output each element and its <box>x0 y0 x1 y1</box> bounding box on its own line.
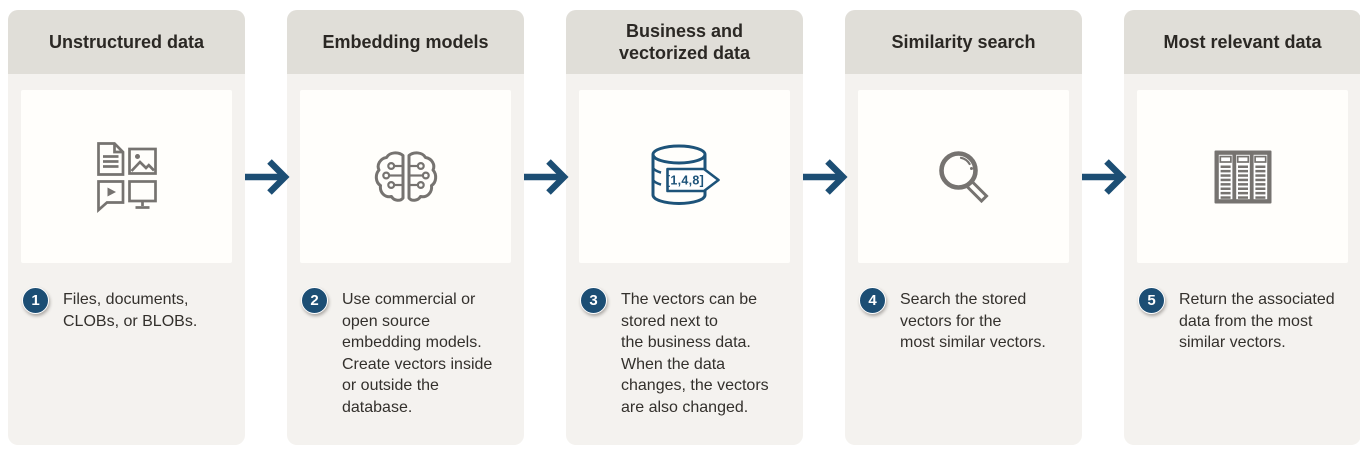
table-columns-icon <box>1214 150 1271 203</box>
step-icon-box <box>858 90 1069 263</box>
step-icon-box <box>1137 90 1348 263</box>
flow-arrow-icon <box>803 159 848 195</box>
step-card-most-relevant-data: Most relevant data <box>1124 10 1360 445</box>
step-header: Similarity search <box>845 10 1082 74</box>
step-description: Return the associated data from the most… <box>1179 291 1335 351</box>
step-number-badge: 5 <box>1138 287 1165 314</box>
brain-circuit-icon <box>374 150 437 202</box>
flow-arrow-icon <box>245 159 290 195</box>
step-title: Embedding models <box>322 32 489 52</box>
documents-media-icon <box>96 141 157 213</box>
database-vector-icon: [1,4,8] <box>651 144 720 205</box>
flow-gap <box>1082 10 1127 445</box>
flow-arrow-icon <box>1082 159 1127 195</box>
step-header: Embedding models <box>287 10 524 74</box>
step-card-unstructured-data: Unstructured data <box>8 10 245 445</box>
step-description: Use commercial or open source embedding … <box>342 291 493 416</box>
vector-tag-text: [1,4,8] <box>665 173 703 187</box>
flow-gap <box>245 10 290 445</box>
step-card-similarity-search: Similarity search 4 Search the stored ve… <box>845 10 1082 445</box>
flow-arrow-icon <box>524 159 569 195</box>
step-description-row: 5 Return the associated data from the mo… <box>1138 287 1347 354</box>
step-number-badge: 3 <box>580 287 607 314</box>
step-number-badge: 1 <box>22 287 49 314</box>
flow-gap <box>524 10 569 445</box>
step-header: Unstructured data <box>8 10 245 74</box>
step-icon-box: [1,4,8] <box>579 90 790 263</box>
step-card-embedding-models: Embedding models 2 <box>287 10 524 445</box>
step-description: Files, documents, CLOBs, or BLOBs. <box>63 291 198 330</box>
step-icon-box <box>300 90 511 263</box>
step-description: Search the stored vectors for the most s… <box>900 291 1046 351</box>
step-number-badge: 4 <box>859 287 886 314</box>
step-card-business-vectorized-data: Business and vectorized data [1,4,8] 3 T… <box>566 10 803 445</box>
flow-gap <box>803 10 848 445</box>
step-description-row: 3 The vectors can be stored next to the … <box>580 287 789 418</box>
step-header: Most relevant data <box>1124 10 1360 74</box>
step-number-badge: 2 <box>301 287 328 314</box>
step-title: Similarity search <box>891 32 1036 52</box>
step-title: Most relevant data <box>1163 32 1322 52</box>
step-title: Business and vectorized data <box>618 21 751 63</box>
search-magnifier-icon <box>938 150 989 203</box>
step-description: The vectors can be stored next to the bu… <box>621 291 769 416</box>
step-icon-box <box>21 90 232 263</box>
step-header: Business and vectorized data <box>566 10 803 74</box>
step-description-row: 4 Search the stored vectors for the most… <box>859 287 1068 354</box>
step-description-row: 2 Use commercial or open source embeddin… <box>301 287 510 418</box>
step-title: Unstructured data <box>48 32 205 52</box>
step-description-row: 1 Files, documents, CLOBs, or BLOBs. <box>22 287 231 332</box>
